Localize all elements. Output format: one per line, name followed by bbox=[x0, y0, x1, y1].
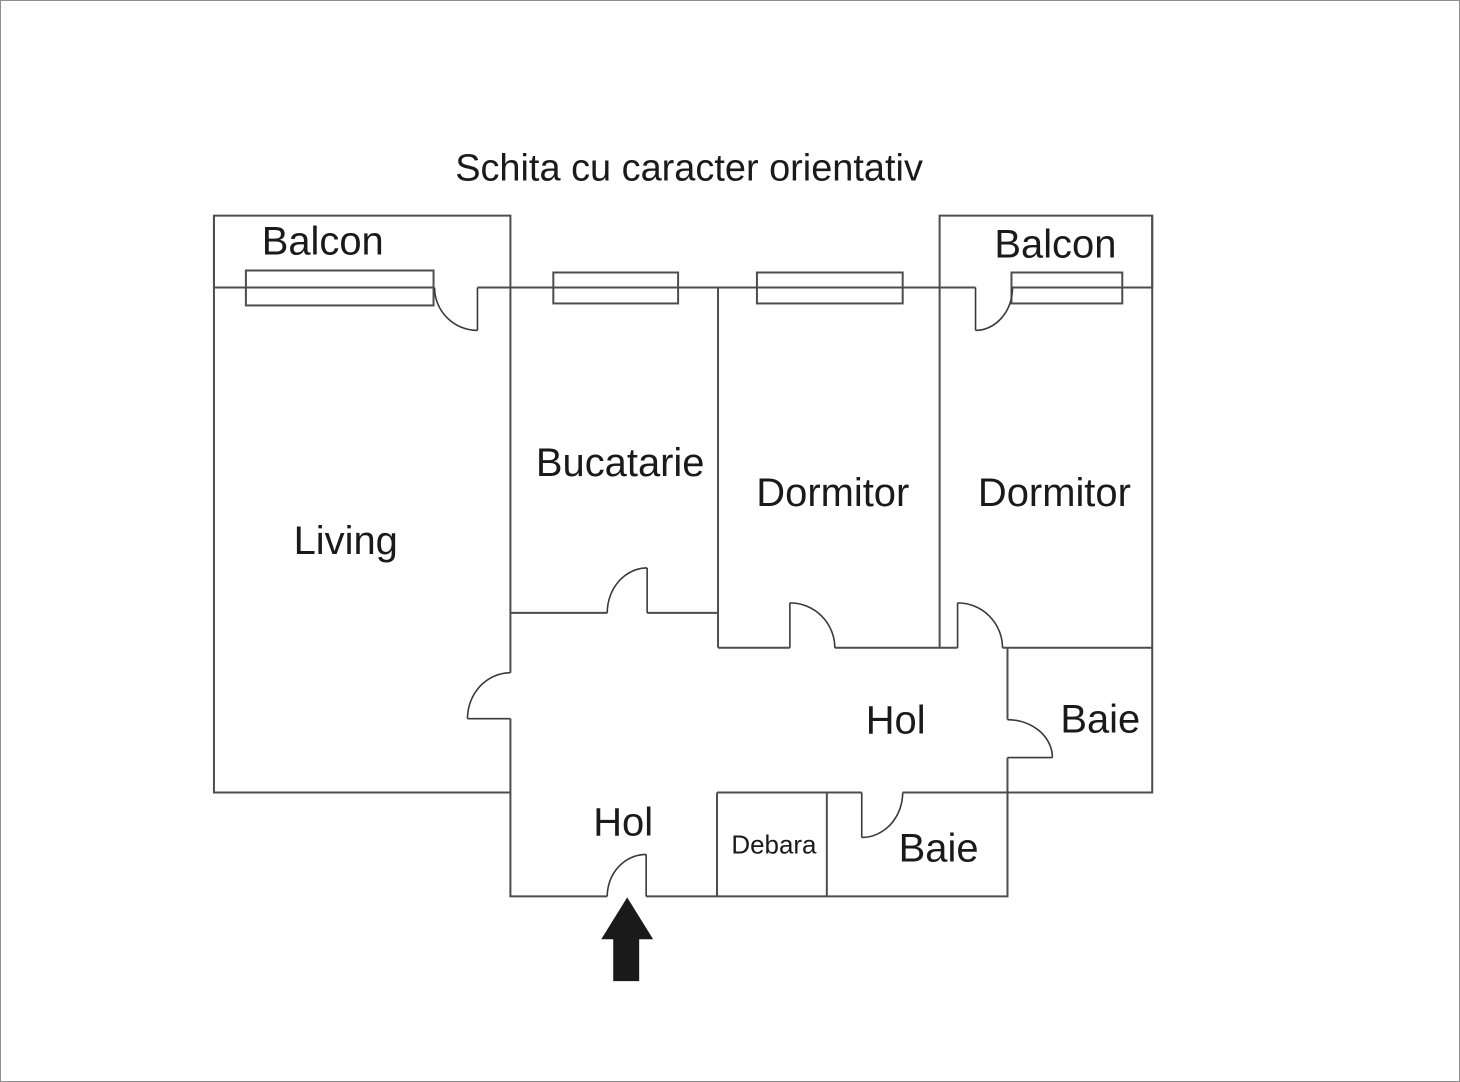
room-label-living: Living bbox=[294, 519, 398, 563]
door-baie-upper bbox=[1007, 718, 1054, 759]
page-title: Schita cu caracter orientativ bbox=[455, 148, 923, 190]
entrance-arrow-icon bbox=[601, 897, 654, 982]
door-balcony-left bbox=[433, 287, 479, 332]
walls bbox=[212, 214, 1154, 898]
room-labels: Balcon Balcon Living Bucatarie Dormitor … bbox=[262, 220, 1141, 871]
door-entrance bbox=[606, 853, 647, 897]
door-bucatarie bbox=[606, 567, 648, 613]
door-dormitor2 bbox=[956, 602, 1004, 648]
room-label-hol-upper: Hol bbox=[866, 699, 926, 743]
wall-exterior-left bbox=[212, 215, 511, 794]
window-balcony-left bbox=[244, 269, 435, 307]
door-dormitor1 bbox=[789, 602, 836, 648]
windows bbox=[244, 269, 1124, 307]
wall-debara-sides bbox=[716, 792, 828, 897]
room-label-hol-lower: Hol bbox=[593, 800, 653, 844]
door-living bbox=[466, 671, 511, 720]
wall-exterior-right bbox=[1007, 215, 1154, 794]
doors bbox=[433, 287, 1054, 897]
room-label-baie-upper: Baie bbox=[1060, 698, 1140, 742]
room-label-debara: Debara bbox=[731, 831, 817, 859]
room-label-baie-lower: Baie bbox=[899, 826, 979, 870]
window-bucatarie bbox=[552, 271, 680, 305]
window-balcony-right bbox=[1010, 271, 1124, 305]
door-balcony-right bbox=[974, 287, 1014, 332]
room-label-bucatarie: Bucatarie bbox=[536, 441, 705, 485]
room-label-dormitor-2: Dormitor bbox=[978, 471, 1131, 515]
room-label-dormitor-1: Dormitor bbox=[756, 471, 909, 515]
door-baie-lower bbox=[860, 792, 904, 839]
room-label-balcon-left: Balcon bbox=[262, 220, 384, 264]
window-dormitor1 bbox=[755, 271, 904, 305]
room-label-balcon-right: Balcon bbox=[994, 223, 1116, 267]
